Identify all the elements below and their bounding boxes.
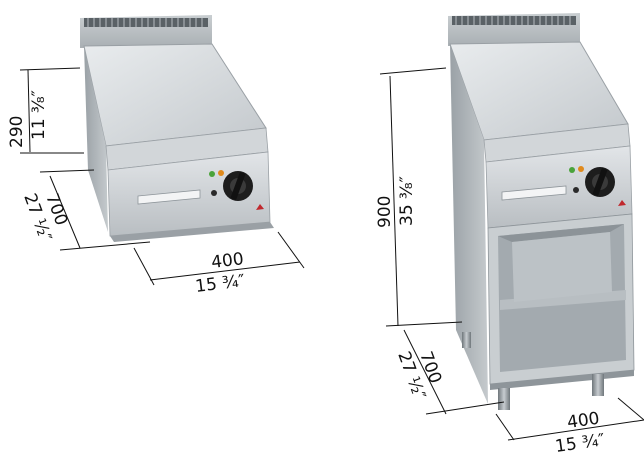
countertop-griddle [80,15,274,242]
backsplash-vent [452,16,576,25]
indicator-light-orange [218,170,224,176]
vent-slats [455,16,571,25]
leg-front-right [592,374,604,396]
vent-slats [87,18,203,27]
brand-logo [618,200,626,206]
drip-tray-slot [501,185,567,201]
width-inch-label: 15 ³⁄₄″ [554,430,606,457]
left-dimension-lines [19,67,305,286]
leg-front-left [498,388,510,410]
height-mm-label: 900 [375,196,395,228]
height-mm-label: 290 [7,116,27,148]
igniter-button [573,187,579,193]
drip-tray-slot [137,189,201,205]
side-panel [84,46,108,232]
backsplash-vent [84,18,208,27]
indicator-light-green [209,171,215,177]
igniter-button [211,190,217,196]
indicator-light-orange [578,166,584,172]
width-inch-label: 15 ³⁄₄″ [194,271,246,297]
height-inch-label: 35 ³⁄₈″ [397,176,417,226]
leg-rear-left [462,332,471,348]
height-inch-label: 11 ³⁄₈″ [29,90,49,140]
cabinet-griddle [448,13,635,410]
brand-logo [256,204,264,210]
side-panel [450,44,488,404]
indicator-light-green [569,167,575,173]
width-mm-label: 400 [210,249,245,273]
cabinet-shelf [500,290,626,310]
width-mm-label: 400 [566,409,601,433]
right-dimension-lines [379,67,644,441]
right-dimension-labels: 900 35 ³⁄₈″ 700 27 ¹⁄₂″ 400 15 ³⁄₄″ [375,176,606,457]
